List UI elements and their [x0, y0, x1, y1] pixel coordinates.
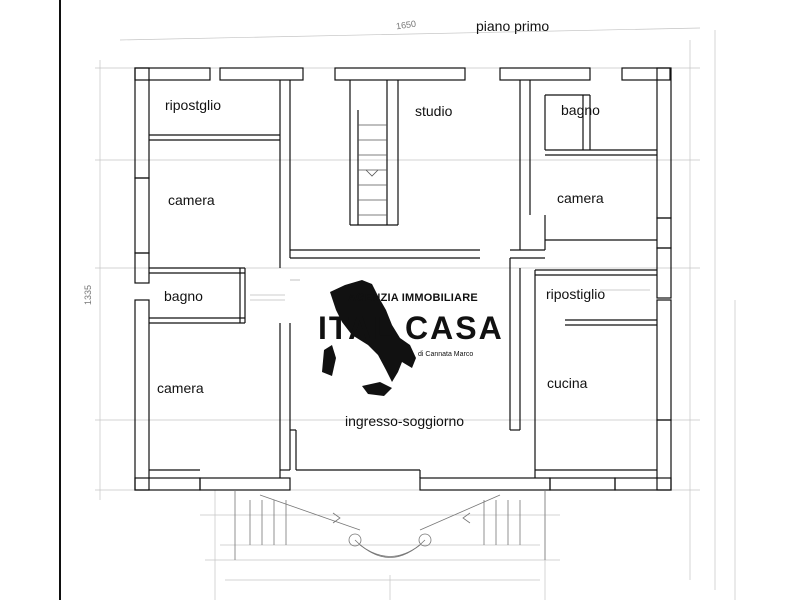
window-segment: [656, 217, 672, 249]
stair-steps: [358, 124, 387, 216]
interior-walls: [149, 80, 657, 478]
window-segment: [656, 299, 672, 421]
exterior-walls: [134, 67, 672, 491]
wall-segment: [499, 67, 591, 81]
sardinia-silhouette: [322, 345, 336, 376]
room-label-studio: studio: [415, 103, 453, 119]
window-segment: [199, 477, 291, 491]
watermark-agency-line: AGENZIA IMMOBILIARE: [348, 292, 478, 304]
wall-segment: [134, 67, 150, 179]
dimension-left: 1335: [83, 284, 94, 306]
stair-edge: [419, 494, 501, 531]
room-label-bagno-left: bagno: [164, 288, 203, 304]
room-label-camera-right: camera: [557, 190, 604, 206]
column-base: [418, 533, 432, 547]
watermark-brand: ITAL CASA: [318, 310, 504, 346]
stair-edge: [259, 494, 361, 531]
wall-segment: [419, 477, 551, 491]
room-label-bagno-top-right: bagno: [561, 102, 600, 118]
room-label-cucina: cucina: [547, 375, 588, 391]
wall-segment: [656, 419, 672, 491]
italy-silhouette: [330, 280, 416, 382]
wall-segment: [656, 67, 672, 219]
room-label-camera-left-upper: camera: [168, 192, 215, 208]
wall-segment: [134, 477, 201, 491]
room-label-ingresso-soggiorno: ingresso-soggiorno: [345, 413, 465, 429]
wall-segment: [134, 299, 150, 491]
wall-segment: [334, 67, 466, 81]
wall-segment: [614, 477, 672, 491]
stair-arrow: [332, 512, 341, 524]
terrace-curve: [359, 544, 421, 557]
page-left-border: [59, 0, 61, 600]
wall-segment: [656, 247, 672, 299]
room-label-ripostiglio-top-left: ripostglio: [165, 97, 222, 113]
stair-arrow: [365, 169, 379, 177]
sicily-silhouette: [362, 382, 392, 396]
window-segment: [134, 177, 150, 254]
column-base: [348, 533, 362, 547]
wall-segment: [134, 67, 211, 81]
watermark-subline: di Cannata Marco: [418, 351, 474, 358]
stair-arrow: [462, 512, 471, 524]
floor-title: piano primo: [476, 18, 550, 34]
construction-line: [119, 27, 701, 41]
window-segment: [549, 477, 616, 491]
room-label-camera-left-lower: camera: [157, 380, 204, 396]
wall-segment: [219, 67, 304, 81]
door-marks: [250, 279, 650, 301]
room-label-ripostiglio-right: ripostiglio: [546, 286, 606, 302]
entrance-stairs: [234, 490, 546, 560]
wall-segment: [621, 67, 671, 81]
